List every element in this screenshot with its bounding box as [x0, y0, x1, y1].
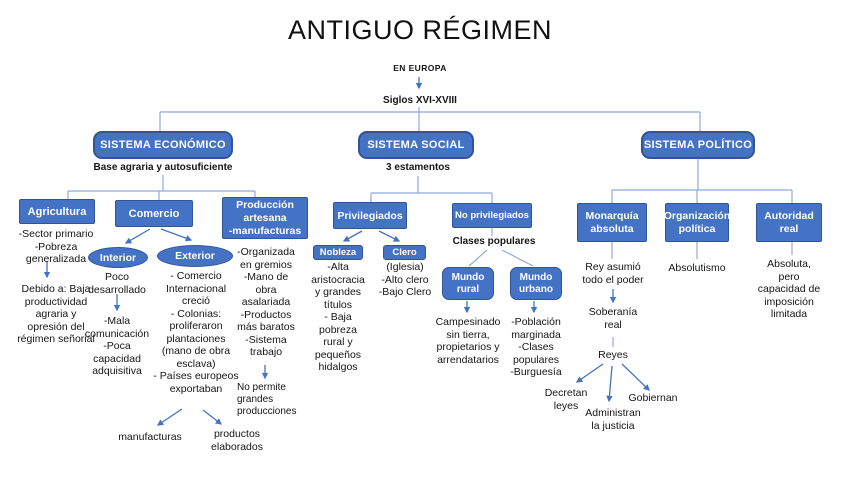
node-nobleza: Nobleza: [313, 245, 363, 260]
social-tagline: 3 estamentos: [386, 162, 450, 173]
node-privilegiados: Privilegiados: [333, 202, 407, 229]
monarquia-action-decretan: Decretan leyes: [544, 387, 588, 412]
mundo-rural-points: Campesinado sin tierra, propietarios y a…: [435, 316, 501, 366]
monarquia-step-rey: Rey asumió todo el poder: [582, 261, 644, 286]
monarquia-action-administran: Administran la justicia: [585, 407, 641, 432]
agricultura-points: -Sector primario -Pobreza generalizada: [18, 228, 94, 265]
node-mundo-urbano: Mundo urbano: [510, 267, 562, 300]
node-monarquia-absoluta: Monarquía absoluta: [577, 203, 647, 242]
produccion-note: No permite grandes producciones: [237, 382, 297, 417]
node-comercio-exterior: Exterior: [157, 245, 233, 267]
node-clero: Clero: [383, 245, 426, 260]
period-label: Siglos XVI-XVIII: [383, 95, 457, 106]
node-comercio-interior: Interior: [88, 247, 148, 268]
exterior-export-productos: productos elaborados: [211, 428, 263, 453]
economic-tagline: Base agraria y autosuficiente: [93, 162, 233, 173]
autoridad-note: Absoluta, pero capacidad de imposición l…: [757, 258, 821, 320]
exterior-points: - Comercio Internacional creció - Coloni…: [153, 270, 239, 395]
node-autoridad-real: Autoridad real: [756, 203, 822, 242]
interior-points: -Mala comunicación -Poca capacidad adqui…: [84, 315, 150, 377]
node-organizacion-politica: Organización política: [664, 203, 730, 242]
node-sistema-politico: SISTEMA POLÍTICO: [641, 131, 755, 159]
node-no-privilegiados: No privilegiados: [452, 203, 532, 228]
produccion-points: -Organizada en gremios -Mano de obra asa…: [237, 246, 295, 358]
exterior-export-manufacturas: manufacturas: [118, 431, 182, 443]
page-subtitle: EN EUROPA: [393, 63, 447, 73]
organizacion-note: Absolutismo: [668, 262, 726, 274]
agricultura-note: Debido a: Baja productividad agraria y o…: [17, 283, 95, 345]
node-produccion-artesana: Producción artesana -manufacturas: [222, 197, 308, 239]
node-comercio: Comercio: [115, 200, 193, 227]
node-mundo-rural: Mundo rural: [442, 267, 494, 300]
interior-status: Poco desarrollado: [88, 271, 146, 296]
node-sistema-economico: SISTEMA ECONÓMICO: [93, 131, 233, 159]
nobleza-points: -Alta aristocracia y grandes títulos - B…: [311, 261, 365, 373]
mundo-urbano-points: -Población marginada -Clases populares -…: [510, 316, 562, 378]
page-title: ANTIGUO RÉGIMEN: [287, 15, 552, 45]
no-privilegiados-tagline: Clases populares: [452, 236, 536, 247]
clero-points: (Iglesia) -Alto clero -Bajo Clero: [378, 261, 432, 298]
monarquia-action-gobiernan: Gobiernan: [628, 392, 678, 404]
node-sistema-social: SISTEMA SOCIAL: [358, 131, 474, 159]
node-agricultura: Agricultura: [19, 199, 95, 224]
monarquia-step-reyes: Reyes: [598, 349, 628, 361]
monarquia-step-soberania: Soberanía real: [588, 306, 638, 331]
